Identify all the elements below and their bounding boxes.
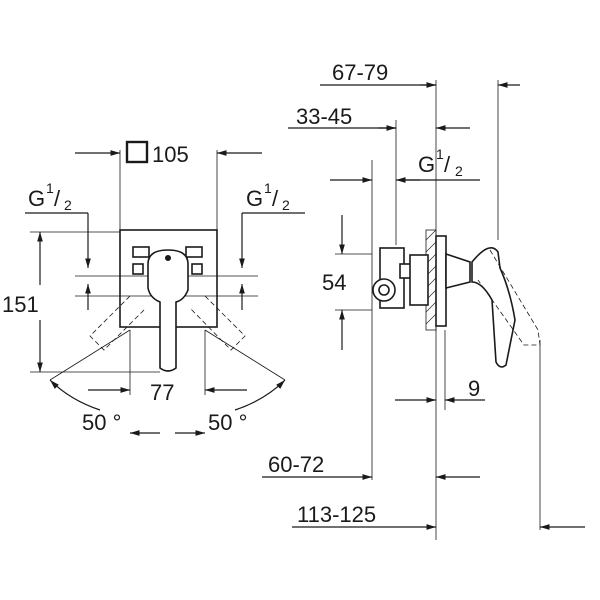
svg-text:G: G [418, 152, 435, 177]
svg-text:G: G [28, 186, 45, 211]
front-spacing-label: 77 [150, 380, 174, 405]
front-view: 105 G 1 / 2 G 1 / 2 151 [2, 140, 305, 436]
body-depth-label: 60-72 [268, 452, 324, 477]
svg-text:1: 1 [264, 180, 272, 196]
svg-text:1: 1 [46, 180, 54, 196]
outlet-pipes [89, 295, 246, 351]
svg-text:1: 1 [436, 146, 444, 162]
side-view: 67-79 33-45 G 1 / 2 54 [262, 60, 585, 540]
depth-outer-label: 67-79 [332, 60, 388, 85]
total-depth-label: 113-125 [297, 502, 376, 527]
thread-left-callout: G 1 / 2 [25, 180, 91, 310]
svg-text:/: / [54, 186, 61, 211]
front-width-label: 105 [152, 142, 189, 167]
side-height-label: 54 [322, 270, 346, 295]
depth-inner-label: 33-45 [296, 104, 352, 129]
square-symbol-icon [125, 140, 149, 164]
angle-left-label: 50 ° [82, 410, 121, 435]
angle-right-label: 50 ° [208, 410, 247, 435]
svg-text:/: / [444, 152, 451, 177]
svg-text:G: G [246, 186, 263, 211]
front-height-label: 151 [2, 292, 39, 317]
thread-right-callout: G 1 / 2 [239, 180, 305, 310]
svg-text:2: 2 [455, 163, 463, 179]
svg-text:2: 2 [282, 197, 290, 213]
mixer-handle [132, 246, 203, 372]
side-offset-label: 9 [468, 376, 480, 401]
valve-body [372, 235, 516, 368]
svg-text:/: / [272, 186, 279, 211]
svg-text:2: 2 [64, 197, 72, 213]
